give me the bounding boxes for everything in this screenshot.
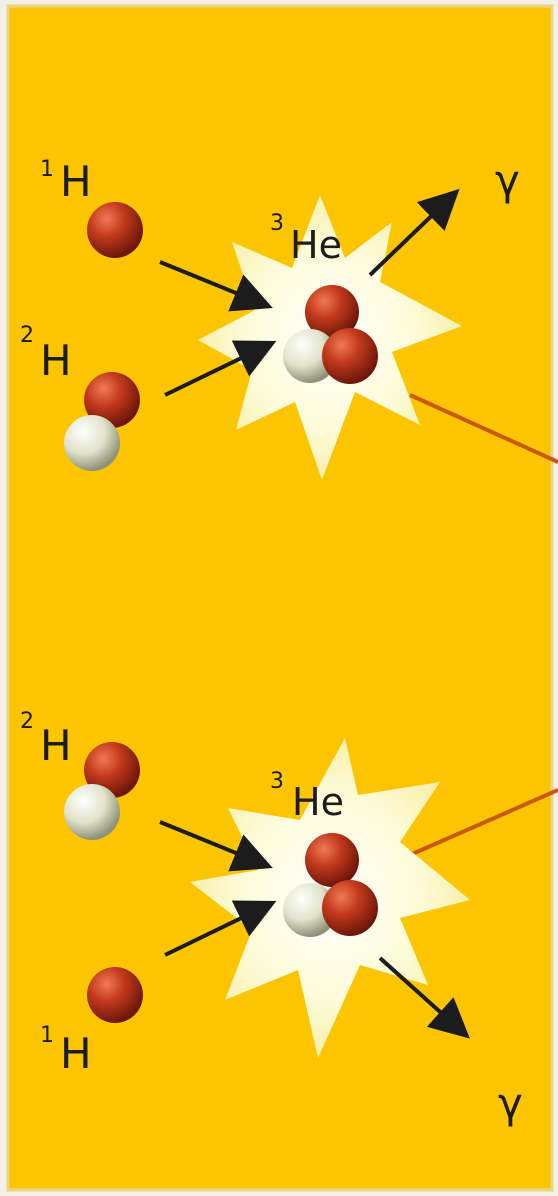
bottom-connector-line [409, 788, 558, 857]
bottom-arrow-h1 [164, 900, 277, 957]
top-he3-proton-b [322, 328, 378, 384]
bottom-he3-proton-b [322, 880, 378, 936]
top-he3-sup: 3 [270, 211, 284, 236]
bottom-arrow-h2 [159, 820, 273, 872]
bottom-h2-symbol: H [40, 721, 72, 770]
bottom-h1-sup: 1 [40, 1023, 54, 1048]
bottom-gamma-label: γ [498, 1079, 523, 1128]
top-he3-proton-a [305, 285, 359, 339]
top-h2-neutron [64, 415, 120, 471]
bottom-he3-sup: 3 [270, 769, 284, 794]
top-he3-neutron [283, 329, 337, 383]
top-connector-line [409, 393, 558, 464]
top-h1-proton [87, 202, 143, 258]
top-h1-symbol: H [60, 157, 92, 206]
top-h2-proton [84, 372, 140, 428]
bottom-h2-neutron [64, 784, 120, 840]
bottom-h1-symbol: H [60, 1029, 92, 1078]
top-gamma-label: γ [495, 156, 520, 205]
top-h2-symbol: H [40, 336, 72, 385]
bottom-gamma-arrow [378, 956, 470, 1039]
top-he3-symbol: He [290, 223, 342, 267]
bottom-h2-sup: 2 [20, 709, 34, 734]
top-h1-sup: 1 [40, 157, 54, 182]
bottom-h2-proton [84, 742, 140, 798]
bottom-h1-proton [87, 967, 143, 1023]
top-arrow-h1 [159, 260, 273, 312]
bottom-he3-neutron [283, 883, 337, 937]
top-arrow-h2 [164, 340, 277, 397]
top-gamma-arrow [368, 188, 460, 277]
bottom-reaction: 2 H 1 H 3 He γ [20, 709, 558, 1128]
top-reaction: 1 H 2 H 3 He γ [20, 156, 558, 480]
top-h2-sup: 2 [20, 323, 34, 348]
bottom-he3-proton-a [305, 833, 359, 887]
bottom-he3-symbol: He [292, 780, 344, 824]
